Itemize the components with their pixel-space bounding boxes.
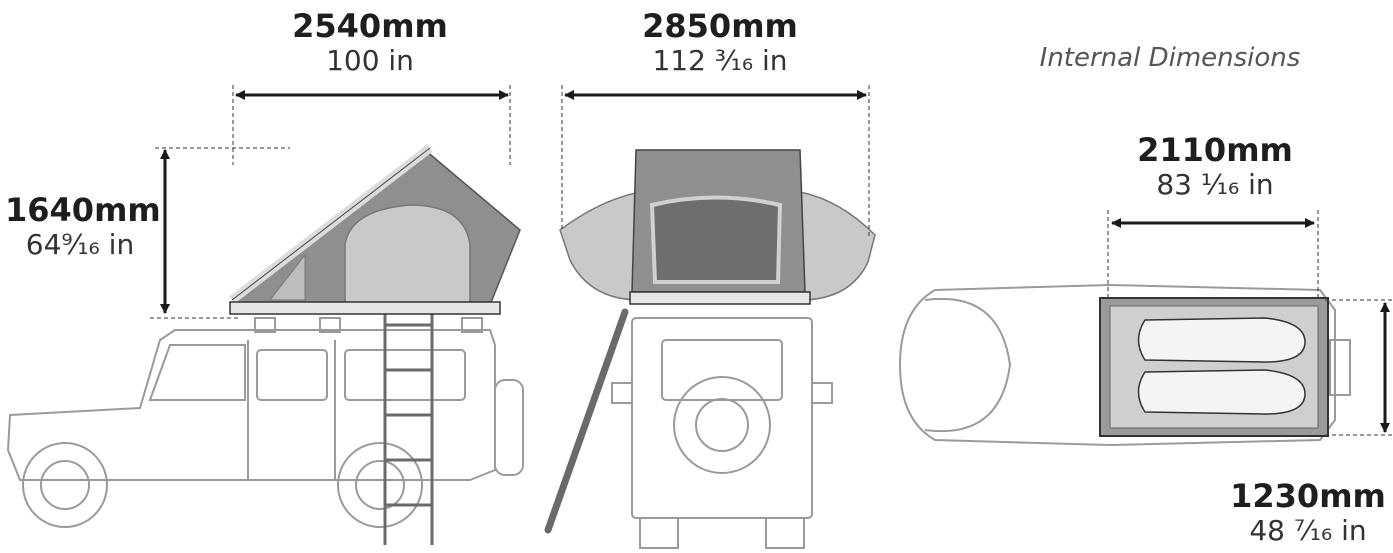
internal-dimensions-title: Internal Dimensions [1039, 43, 1301, 73]
side-view-tent [229, 144, 521, 315]
height-mm: 1640mm [5, 191, 161, 229]
internal-width-dimension: 1230mm 48 ⁷⁄₁₆ in [1225, 478, 1391, 548]
internal-length-inches: 83 ¹⁄₁₆ in [1156, 168, 1274, 201]
side-view-ladder [383, 312, 434, 545]
width-mm: 2850mm [642, 7, 798, 45]
height-dimension: 1640mm 64⁹⁄₁₆ in [5, 191, 161, 262]
top-view-tent [1099, 297, 1329, 437]
length-inches: 100 in [326, 44, 414, 77]
height-inches: 64⁹⁄₁₆ in [25, 228, 135, 261]
rear-view-tent [559, 149, 876, 305]
internal-length-dimension: 2110mm 83 ¹⁄₁₆ in [1115, 132, 1315, 202]
internal-width-inches: 48 ⁷⁄₁₆ in [1249, 514, 1367, 547]
length-mm: 2540mm [292, 7, 448, 45]
internal-width-mm: 1230mm [1230, 477, 1386, 515]
extension-lines [150, 85, 1393, 436]
length-dimension: 2540mm 100 in [260, 8, 480, 78]
dimension-lines [160, 90, 1390, 433]
internal-length-mm: 2110mm [1137, 131, 1293, 169]
rear-view-vehicle [611, 317, 833, 549]
rear-view-ladder [544, 308, 629, 534]
top-view-vehicle [898, 283, 1351, 447]
side-view-vehicle [6, 317, 524, 528]
width-dimension: 2850mm 112 ³⁄₁₆ in [620, 8, 820, 78]
width-inches: 112 ³⁄₁₆ in [652, 44, 788, 77]
